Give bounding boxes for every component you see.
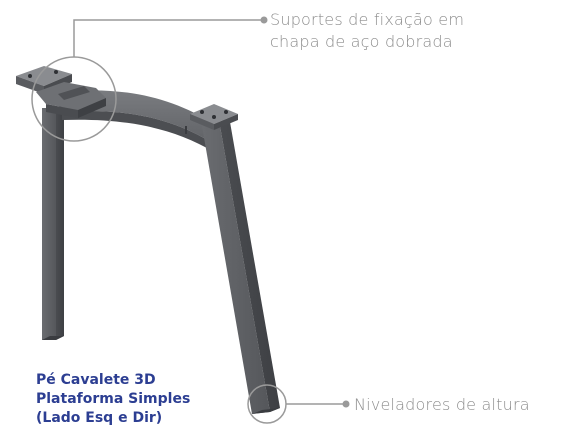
bracket-callout-line1: Suportes de fixação em <box>270 10 465 29</box>
left-leg <box>42 104 64 340</box>
leveler-callout <box>247 384 350 424</box>
product-title-line1: Pé Cavalete 3D <box>36 372 156 388</box>
callout-dot-bottom <box>342 400 350 408</box>
callout-dot-top <box>260 16 268 24</box>
leveler-callout-label: Niveladores de altura <box>354 395 530 414</box>
product-title-line3: (Lado Esq e Dir) <box>36 410 163 426</box>
bracket-callout-label: Suportes de fixação em chapa de aço dobr… <box>270 9 550 53</box>
right-leg <box>202 122 280 414</box>
product-title: Pé Cavalete 3D Plataforma Simples (Lado … <box>36 371 190 428</box>
left-mounting-bracket <box>16 66 106 118</box>
bracket-callout <box>31 16 268 142</box>
bracket-callout-line2: chapa de aço dobrada <box>270 32 453 51</box>
right-mounting-bracket <box>190 104 238 130</box>
product-title-line2: Plataforma Simples <box>36 391 191 407</box>
